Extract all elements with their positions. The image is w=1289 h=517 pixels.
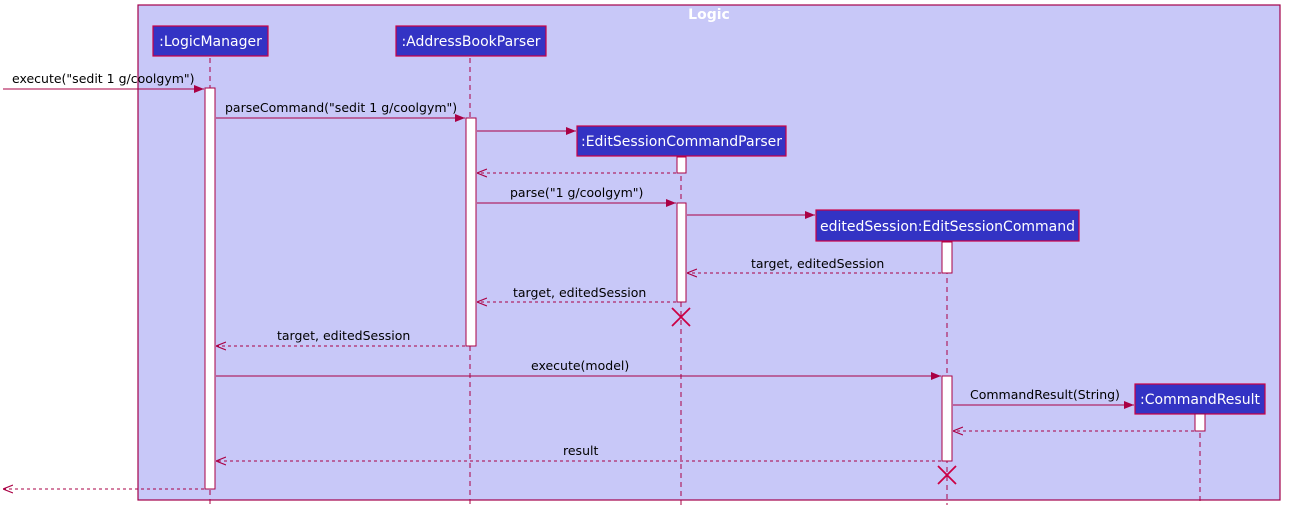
message-label: parse("1 g/coolgym")	[510, 185, 643, 200]
message-label: result	[563, 443, 598, 458]
activation-edit-session-command-parser-parse	[676, 202, 687, 303]
logic-frame	[137, 4, 1281, 501]
activation-address-book-parser	[465, 117, 477, 347]
destroy-marker-edit-session-command-parser	[671, 307, 691, 327]
frame-title: Logic	[688, 7, 730, 23]
participant-edit-session-command: editedSession:EditSessionCommand	[815, 209, 1080, 242]
message-return-target-edited-session-3: target, editedSession	[216, 328, 465, 346]
participant-label: :AddressBookParser	[401, 34, 540, 50]
activation-command-result	[1194, 413, 1206, 432]
message-execute-model: execute(model)	[216, 358, 941, 380]
activation-edit-session-command-execute	[941, 375, 953, 462]
message-label: parseCommand("sedit 1 g/coolgym")	[225, 100, 457, 115]
activation-logic-manager	[204, 87, 216, 490]
message-label: target, editedSession	[513, 285, 646, 300]
message-label: execute(model)	[531, 358, 629, 373]
message-parse-command: parseCommand("sedit 1 g/coolgym")	[216, 100, 465, 122]
message-label: target, editedSession	[751, 256, 884, 271]
activation-edit-session-command-parser-create	[676, 156, 687, 174]
participant-label: :CommandResult	[1140, 392, 1260, 408]
participant-logic-manager: :LogicManager	[152, 25, 269, 57]
message-return-target-edited-session-2: target, editedSession	[477, 285, 676, 302]
activation-edit-session-command-create	[941, 241, 953, 274]
participant-label: editedSession:EditSessionCommand	[820, 219, 1075, 235]
message-label: execute("sedit 1 g/coolgym")	[12, 71, 195, 86]
participant-label: :EditSessionCommandParser	[581, 134, 782, 150]
participant-command-result: :CommandResult	[1134, 383, 1266, 415]
message-label: CommandResult(String)	[970, 387, 1120, 402]
destroy-marker-edit-session-command	[937, 465, 957, 485]
message-return-result: result	[216, 443, 941, 461]
message-parse-args: parse("1 g/coolgym")	[477, 185, 676, 207]
participant-label: :LogicManager	[159, 34, 262, 50]
message-create-command-result: CommandResult(String)	[953, 387, 1134, 409]
participant-address-book-parser: :AddressBookParser	[395, 25, 547, 57]
message-return-target-edited-session-1: target, editedSession	[687, 256, 941, 273]
message-label: target, editedSession	[277, 328, 410, 343]
message-execute-command: execute("sedit 1 g/coolgym")	[3, 71, 204, 93]
participant-edit-session-command-parser: :EditSessionCommandParser	[576, 125, 787, 157]
